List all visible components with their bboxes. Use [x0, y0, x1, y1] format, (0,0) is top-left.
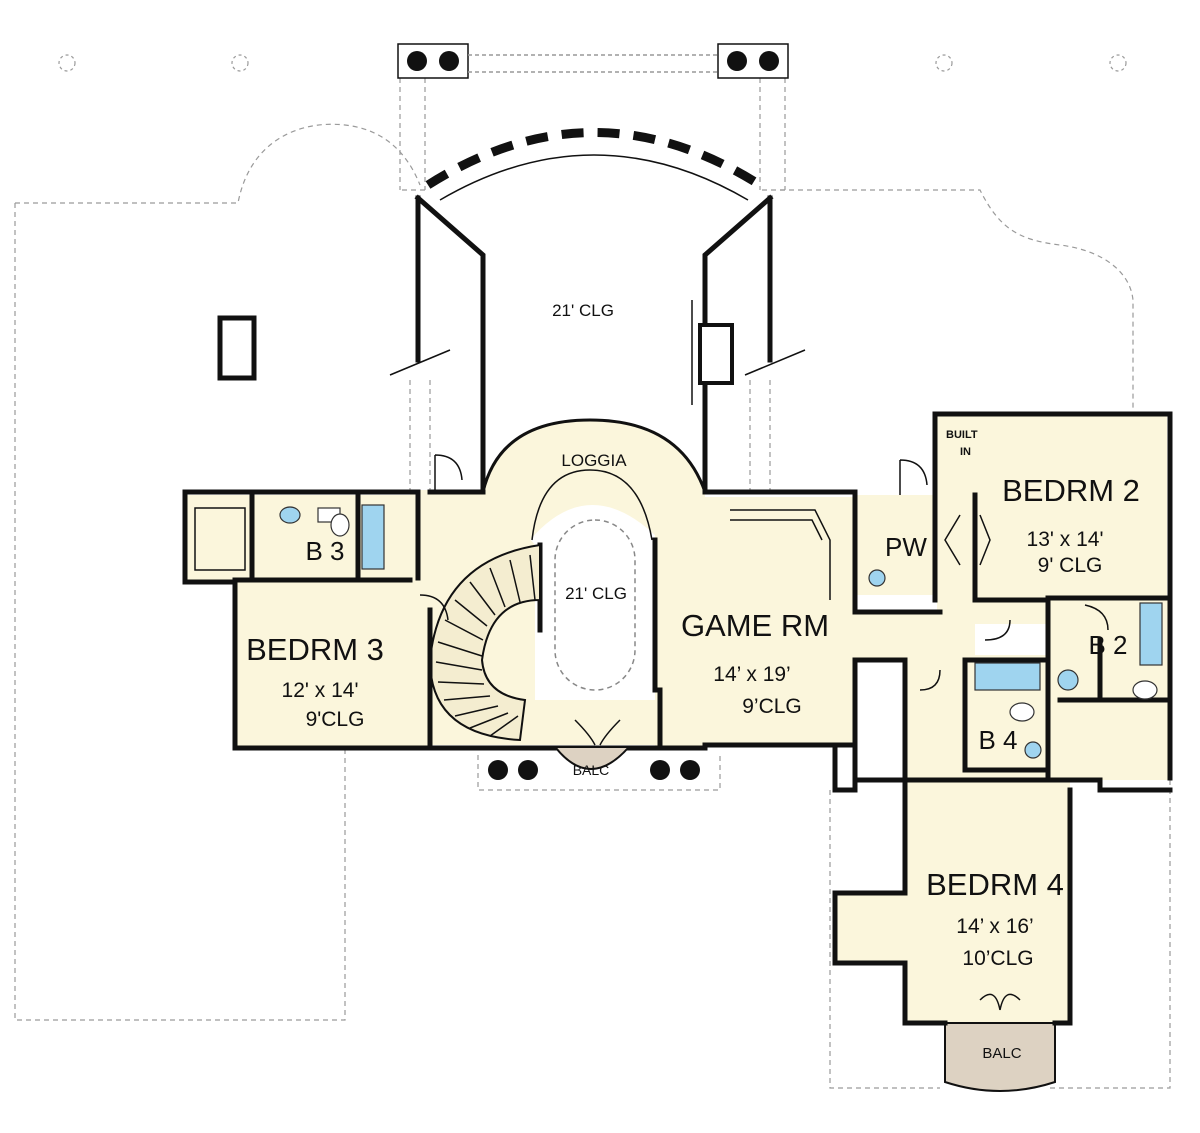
bedrm2-size: 13' x 14': [1027, 528, 1104, 551]
game-room-clg: 9’CLG: [742, 695, 802, 718]
bedrm2-clg: 9' CLG: [1038, 554, 1103, 577]
bedrm4-size: 14’ x 16’: [956, 915, 1033, 938]
bedrm4-label: BEDRM 4: [926, 867, 1064, 902]
b4-label: B 4: [978, 725, 1017, 755]
built-in-label-2: IN: [960, 446, 971, 458]
doors: [419, 454, 1109, 1011]
b3-label: B 3: [305, 536, 344, 566]
walls: [182, 411, 1173, 1026]
roof-outline: [14, 60, 1171, 1089]
balc-bedrm4-label: BALC: [982, 1045, 1021, 1062]
built-in-label-1: BUILT: [946, 429, 978, 441]
top-columns: [397, 43, 789, 79]
b2-label: B 2: [1088, 630, 1127, 660]
bedrm3-label: BEDRM 3: [246, 632, 384, 667]
game-room-size: 14’ x 19’: [713, 663, 790, 686]
fixtures: [279, 504, 1163, 759]
open-to-below-area: [217, 128, 806, 495]
room-labels: 21' CLG LOGGIA 21' CLG GAME RM 14’ x 19’…: [246, 301, 1140, 1062]
bedrm2-label: BEDRM 2: [1002, 473, 1140, 508]
game-room-label: GAME RM: [681, 608, 829, 643]
open-area-clg: 21' CLG: [552, 301, 614, 320]
bedrm4-clg: 10’CLG: [962, 947, 1033, 970]
pw-label: PW: [885, 532, 927, 562]
corner-posts: [58, 54, 1127, 72]
stair-hall-clg: 21' CLG: [565, 584, 627, 603]
bedrm3-size: 12' x 14': [282, 679, 359, 702]
balcony-columns: [488, 747, 700, 780]
loggia-label: LOGGIA: [561, 451, 627, 470]
bedrm3-clg: 9'CLG: [306, 708, 365, 731]
balc-center-label: BALC: [573, 762, 610, 778]
